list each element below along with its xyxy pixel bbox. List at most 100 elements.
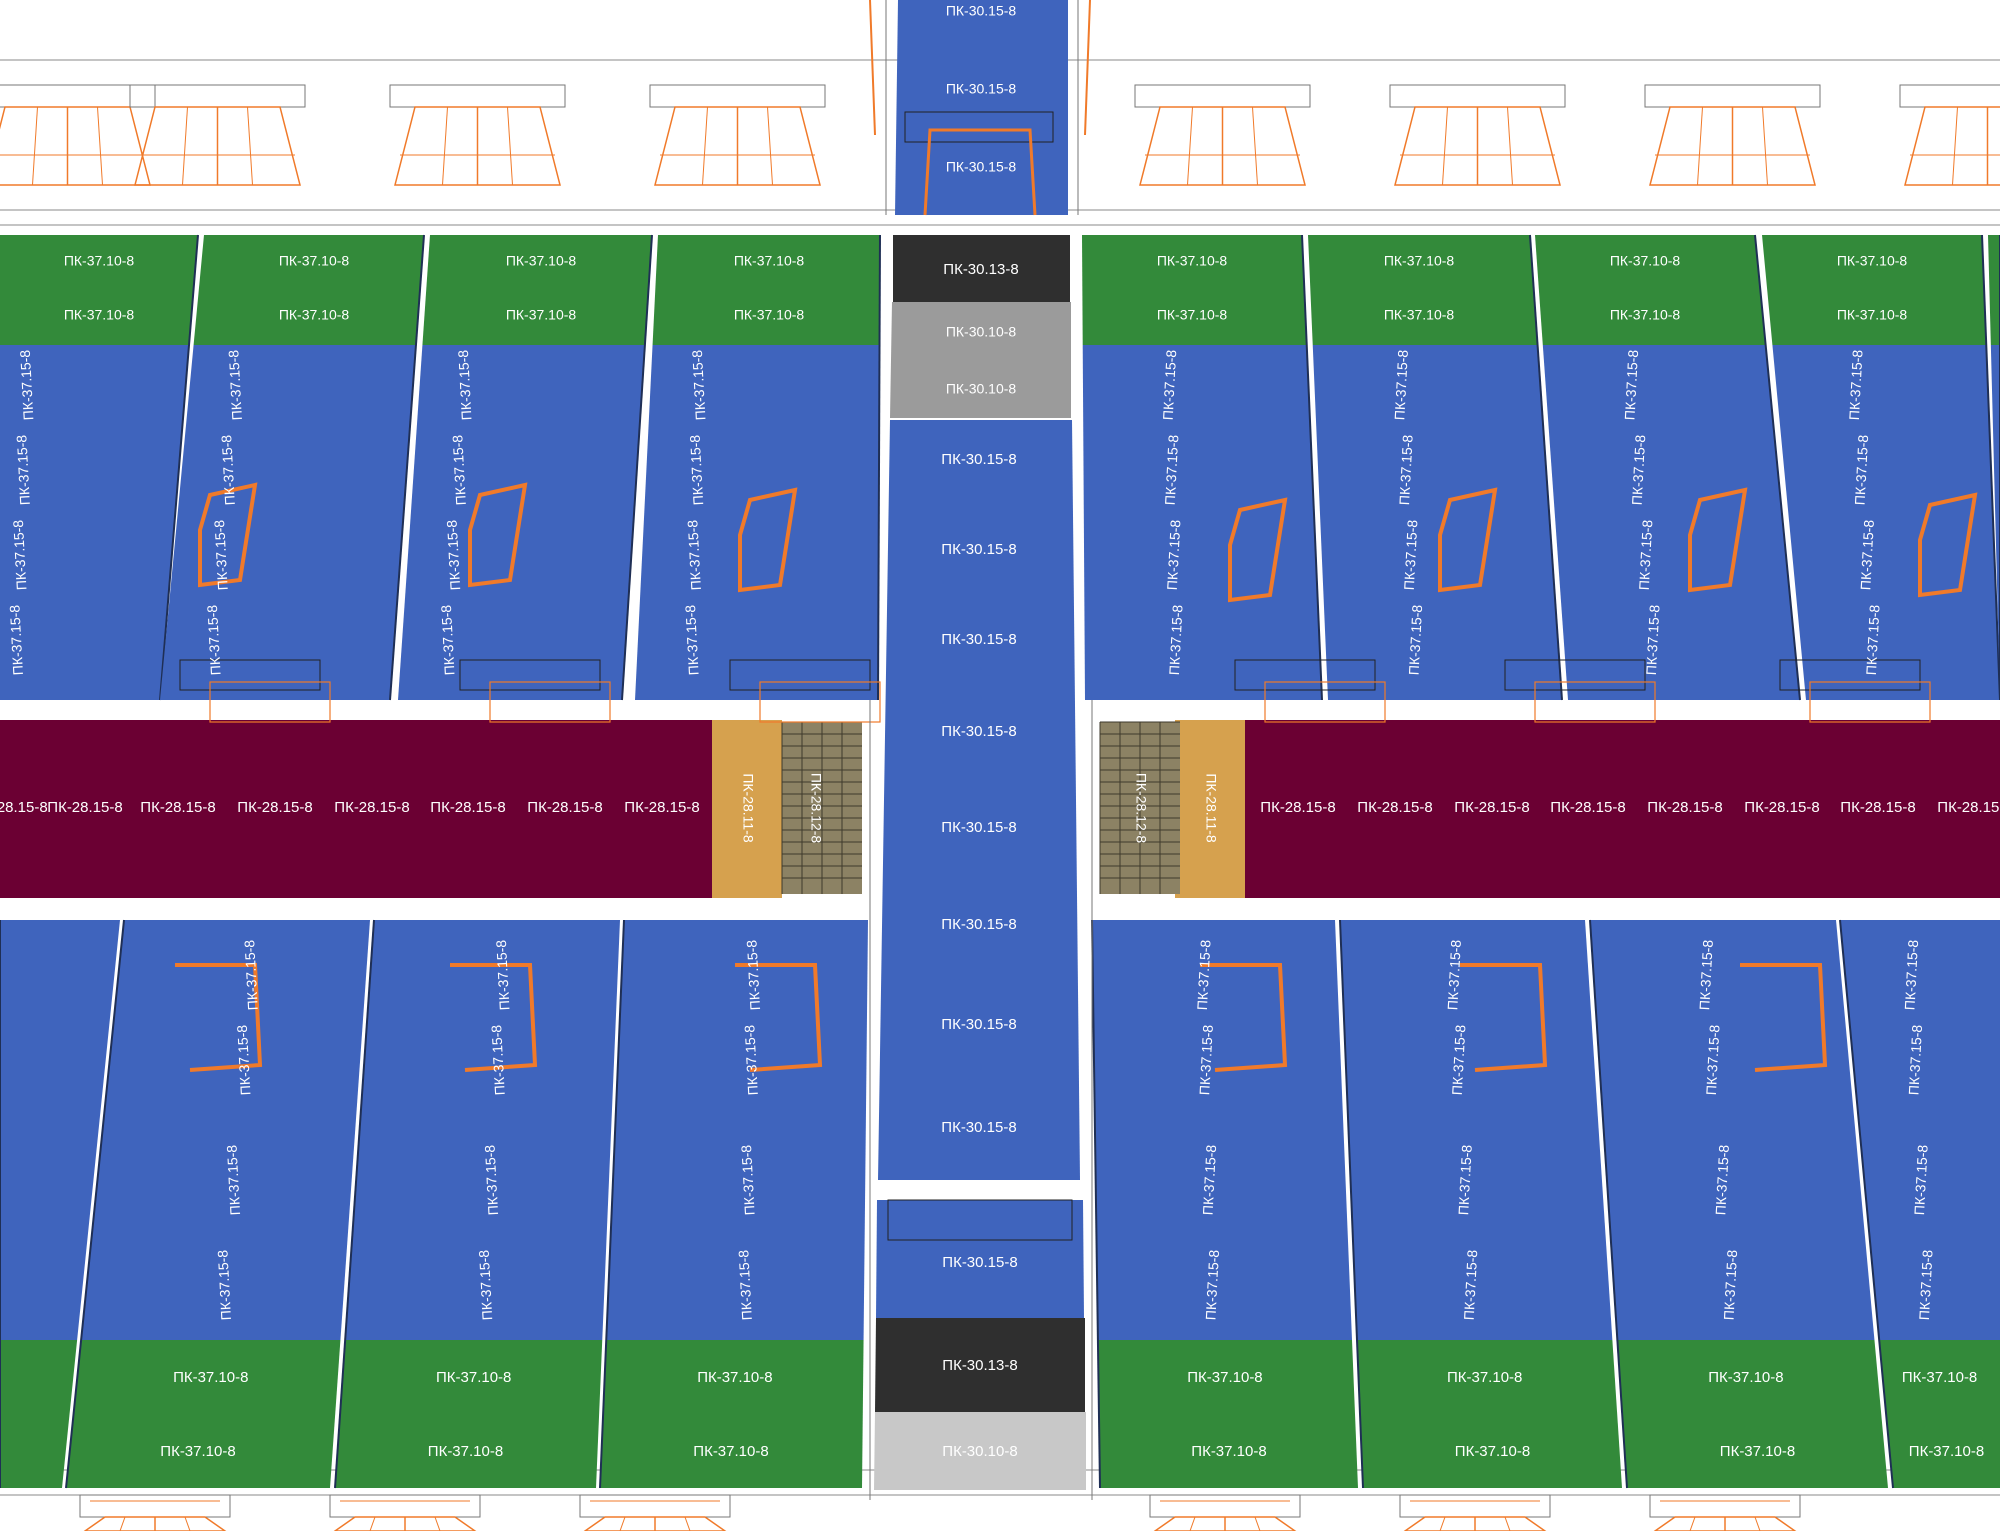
blue-panel-label: ПК-37.15-8: [1629, 434, 1649, 505]
blue-panel-label: ПК-37.15-8: [689, 349, 709, 420]
green-slab-panel: [0, 235, 198, 345]
blue-panel-label: ПК-37.15-8: [1901, 939, 1921, 1010]
blue-panel-label: ПК-37.15-8: [234, 1024, 254, 1095]
corridor-panel-label: ПК-30.15-8: [941, 916, 1016, 933]
maroon-panel-label: ПК-28.15-8: [1357, 799, 1432, 816]
door-opening-outline: [738, 487, 798, 593]
blue-slab-panel: [1082, 345, 1322, 700]
corridor-blue-panel: [895, 0, 1068, 215]
blue-slab-panel: [345, 920, 620, 1340]
green-panel-label: ПК-37.10-8: [1720, 1443, 1795, 1460]
tan-panel-label: ПК-28.11-8: [1203, 773, 1219, 843]
blue-panel-label: ПК-37.15-8: [204, 604, 224, 675]
blue-panel-label: ПК-37.15-8: [1444, 939, 1464, 1010]
blue-slab-panel: [160, 345, 416, 700]
green-slab-panel: [66, 1340, 341, 1488]
door-opening-outline: [175, 963, 263, 1072]
blue-panel-label: ПК-37.15-8: [13, 434, 33, 505]
green-panel-label: ПК-37.10-8: [279, 253, 350, 269]
blue-panel-label: ПК-37.15-8: [449, 434, 469, 505]
green-slab-panel: [422, 235, 652, 345]
blue-panel-label: ПК-37.15-8: [1199, 1144, 1219, 1215]
green-panel-label: ПК-37.10-8: [1157, 307, 1228, 323]
green-slab-panel: [1082, 235, 1307, 345]
green-slab-panel: [1879, 1340, 2000, 1488]
blue-slab-panel: [1990, 345, 2000, 700]
blue-panel-label: ПК-37.15-8: [738, 1144, 758, 1215]
tan-slab-panel: [1175, 720, 1245, 898]
blue-panel-label: ПК-37.15-8: [1396, 434, 1416, 505]
green-panel-label: ПК-37.10-8: [160, 1443, 235, 1460]
green-panel-label: ПК-37.10-8: [1157, 253, 1228, 269]
blue-slab-panel: [1092, 920, 1353, 1340]
blue-panel-label: ПК-37.15-8: [1712, 1144, 1732, 1215]
blue-slab-panel: [1312, 345, 1562, 700]
green-panel-label: ПК-37.10-8: [1384, 253, 1455, 269]
blue-panel-label: ПК-37.15-8: [682, 604, 702, 675]
blue-panel-label: ПК-37.15-8: [1905, 1024, 1925, 1095]
green-slab-panel: [1097, 1340, 1358, 1488]
corridor-panel-label: ПК-30.15-8: [941, 819, 1016, 836]
blue-panel-label: ПК-37.15-8: [1863, 604, 1883, 675]
green-panel-label: ПК-37.10-8: [1708, 1369, 1783, 1386]
green-slab-panel: [335, 1340, 603, 1488]
wireframe-box: [1264, 681, 1386, 723]
corridor-panel-label: ПК-30.13-8: [942, 1357, 1017, 1374]
blue-panel-label: ПК-37.15-8: [1703, 1024, 1723, 1095]
green-slab-panel: [193, 235, 424, 345]
blue-panel-label: ПК-37.15-8: [1852, 434, 1872, 505]
maroon-panel-label: ПК-28.15-8: [47, 799, 122, 816]
green-panel-label: ПК-37.10-8: [1837, 307, 1908, 323]
window-frame: [649, 84, 826, 186]
blue-panel-label: ПК-37.15-8: [1194, 939, 1214, 1010]
blue-panel-label: ПК-37.15-8: [225, 349, 245, 420]
green-slab-panel: [652, 235, 880, 345]
corridor-grey-panel: [874, 1412, 1086, 1490]
blue-panel-label: ПК-37.15-8: [493, 939, 513, 1010]
maroon-panel-label: ПК-28.15-8: [1454, 799, 1529, 816]
green-panel-label: ПК-37.10-8: [64, 307, 135, 323]
blue-panel-label: ПК-37.15-8: [1911, 1144, 1931, 1215]
green-panel-label: ПК-37.10-8: [1610, 253, 1681, 269]
wireframe-box: [209, 681, 331, 723]
blue-panel-label: ПК-37.15-8: [1643, 604, 1663, 675]
maroon-panel-label: ПК-28.15-8: [1260, 799, 1335, 816]
corridor-panel-label: ПК-30.15-8: [941, 631, 1016, 648]
maroon-panel-label: ПК-28.15-8: [334, 799, 409, 816]
blue-slab-panel: [0, 345, 190, 700]
blue-panel-label: ПК-37.15-8: [481, 1144, 501, 1215]
corridor-panel-label: ПК-30.10-8: [946, 324, 1017, 340]
stair-block: [1099, 721, 1180, 894]
green-panel-label: ПК-37.10-8: [693, 1443, 768, 1460]
green-panel-label: ПК-37.10-8: [1191, 1443, 1266, 1460]
blue-panel-label: ПК-37.15-8: [1164, 519, 1184, 590]
blue-panel-label: ПК-37.15-8: [455, 349, 475, 420]
blue-panel-label: ПК-37.15-8: [1696, 939, 1716, 1010]
blue-panel-label: ПК-37.15-8: [741, 1024, 761, 1095]
wireframe-box: [904, 111, 1054, 143]
blue-panel-label: ПК-37.15-8: [1401, 519, 1421, 590]
window-frame: [129, 84, 306, 186]
green-panel-label: ПК-37.10-8: [173, 1369, 248, 1386]
green-panel-label: ПК-37.10-8: [1384, 307, 1455, 323]
maroon-slab-strip: [0, 720, 712, 898]
maroon-panel-label: ПК-28.15-8: [1937, 799, 2000, 816]
door-opening-outline: [1228, 497, 1288, 603]
stair-label: ПК-28.12-8: [808, 773, 824, 844]
blue-panel-label: ПК-37.15-8: [735, 1249, 755, 1320]
door-opening-outline: [450, 963, 538, 1072]
corridor-panel-label: ПК-30.15-8: [946, 159, 1017, 175]
green-panel-label: ПК-37.10-8: [64, 253, 135, 269]
blue-panel-label: ПК-37.15-8: [1621, 349, 1641, 420]
green-panel-label: ПК-37.10-8: [428, 1443, 503, 1460]
window-frame: [79, 1494, 231, 1531]
blue-panel-label: ПК-37.15-8: [1636, 519, 1656, 590]
slab-panels: [0, 0, 2000, 1490]
corridor-panel-label: ПК-30.13-8: [943, 261, 1018, 278]
corridor-panel-label: ПК-30.15-8: [946, 81, 1017, 97]
corridor-dark-panel: [875, 1318, 1085, 1412]
panel-labels: ПК-37.10-8ПК-37.10-8ПК-37.15-8ПК-37.15-8…: [0, 3, 2000, 1460]
green-slab-panel: [1988, 235, 2000, 345]
green-panel-label: ПК-37.10-8: [734, 253, 805, 269]
blue-slab-panel: [0, 920, 120, 1340]
